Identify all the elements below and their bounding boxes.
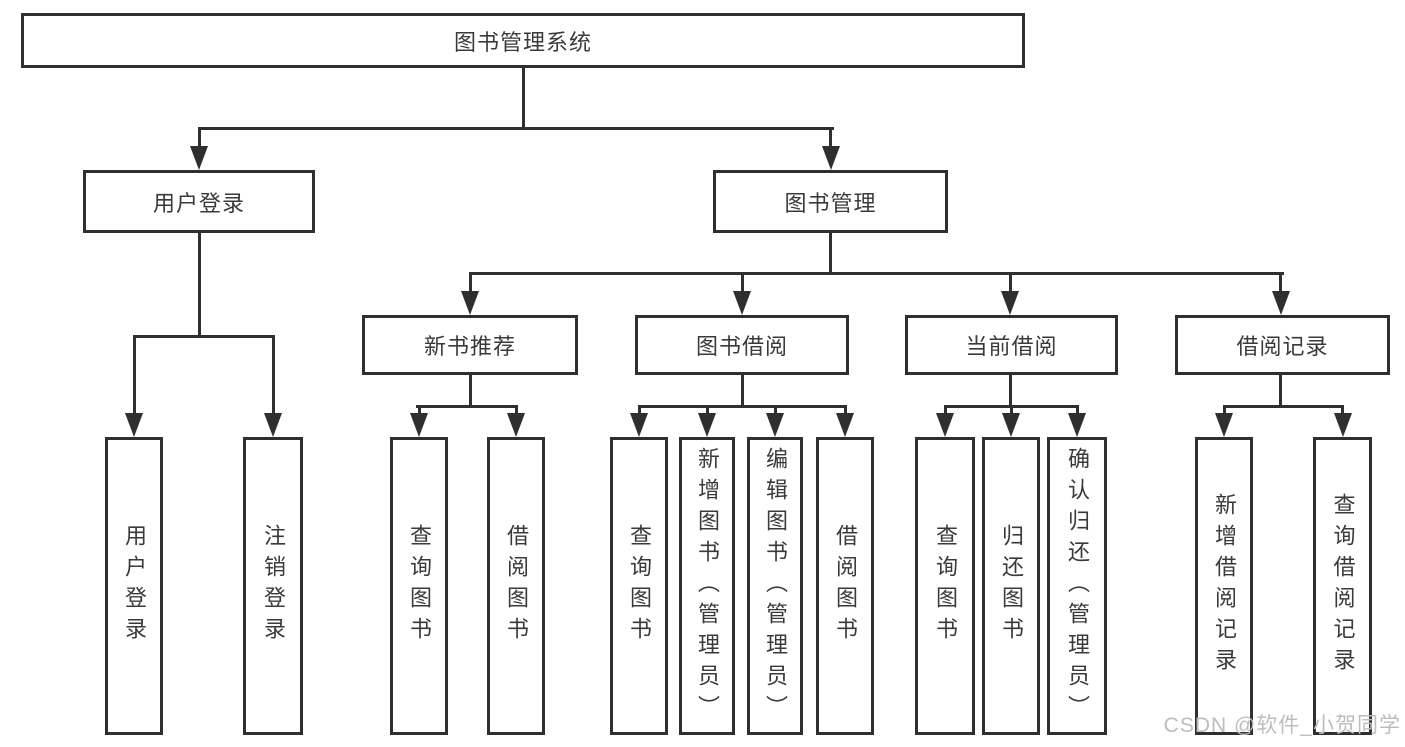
edge-book-borrow-bus bbox=[637, 405, 847, 408]
leaf-add-books-admin-label: 新增图书（管理员） bbox=[695, 446, 720, 726]
leaf-add-borrow-record: 新增借阅记录 bbox=[1195, 437, 1253, 735]
edge-borrow-records-bus bbox=[1222, 405, 1344, 408]
leaf-add-borrow-record-label: 新增借阅记录 bbox=[1212, 493, 1237, 679]
node-current-borrow-label: 当前借阅 bbox=[965, 334, 1058, 359]
arrow-down-icon bbox=[507, 413, 525, 437]
edge-drop bbox=[773, 408, 777, 416]
edge-root-bus bbox=[197, 127, 834, 130]
leaf-return-books: 归还图书 bbox=[982, 437, 1040, 735]
arrow-down-icon bbox=[190, 146, 208, 170]
node-current-borrow: 当前借阅 bbox=[905, 315, 1118, 375]
edge-book-borrow-stem bbox=[740, 375, 744, 408]
node-user-login-label: 用户登录 bbox=[152, 190, 245, 216]
arrow-down-icon bbox=[1333, 413, 1352, 437]
edge-user-login-bus bbox=[132, 335, 275, 338]
leaf-query-books: 查询图书 bbox=[610, 437, 668, 735]
edge-book-management-bus bbox=[468, 272, 1284, 275]
arrow-down-icon bbox=[733, 291, 751, 315]
csdn-watermark: CSDN @软件_小贺同学 bbox=[1163, 714, 1401, 737]
edge-drop-book-borrow bbox=[740, 275, 744, 293]
leaf-edit-books-admin-label: 编辑图书（管理员） bbox=[763, 446, 788, 726]
arrow-down-icon bbox=[766, 413, 784, 437]
edge-borrow-records-stem bbox=[1279, 375, 1282, 408]
leaf-borrow-books-label: 借阅图书 bbox=[833, 524, 858, 648]
edge-drop-leaf-logout bbox=[271, 338, 275, 414]
leaf-query-books-label: 查询图书 bbox=[627, 524, 652, 648]
node-new-book-recommend: 新书推荐 bbox=[362, 315, 578, 375]
edge-new-book-recommend-bus bbox=[415, 405, 518, 408]
edge-drop bbox=[943, 408, 947, 416]
leaf-user-login: 用户登录 bbox=[105, 437, 163, 735]
edge-drop bbox=[705, 408, 709, 416]
arrow-down-icon bbox=[410, 413, 428, 437]
node-library-system: 图书管理系统 bbox=[21, 13, 1025, 68]
leaf-borrow-books: 借阅图书 bbox=[487, 437, 545, 735]
arrow-down-icon bbox=[836, 413, 854, 437]
arrow-down-icon bbox=[698, 413, 716, 437]
leaf-query-books: 查询图书 bbox=[390, 437, 448, 735]
edge-drop-borrow-records bbox=[1279, 275, 1282, 293]
node-new-book-recommend-label: 新书推荐 bbox=[423, 334, 516, 359]
arrow-down-icon bbox=[1215, 413, 1233, 437]
edge-drop-book-management bbox=[829, 130, 832, 148]
edge-drop bbox=[417, 408, 421, 416]
node-book-borrow: 图书借阅 bbox=[635, 315, 849, 375]
node-library-system-label: 图书管理系统 bbox=[453, 29, 592, 55]
arrow-down-icon bbox=[1002, 413, 1020, 437]
edge-current-borrow-stem bbox=[1008, 375, 1012, 408]
leaf-confirm-return-admin-label: 确认归还（管理员） bbox=[1065, 446, 1090, 726]
arrow-down-icon bbox=[1271, 291, 1290, 315]
edge-drop-user-login bbox=[197, 130, 201, 148]
leaf-add-books-admin: 新增图书（管理员） bbox=[679, 437, 735, 735]
edge-drop bbox=[1075, 408, 1079, 416]
arrow-down-icon bbox=[821, 146, 840, 170]
leaf-edit-books-admin: 编辑图书（管理员） bbox=[747, 437, 803, 735]
node-user-login: 用户登录 bbox=[83, 170, 315, 233]
edge-new-book-recommend-stem bbox=[468, 375, 472, 408]
leaf-query-books: 查询图书 bbox=[915, 437, 975, 735]
edge-drop-current-borrow bbox=[1008, 275, 1012, 293]
edge-drop bbox=[1009, 408, 1013, 416]
node-book-management-label: 图书管理 bbox=[784, 190, 877, 216]
edge-drop-leaf-login bbox=[132, 338, 136, 414]
node-book-management: 图书管理 bbox=[713, 170, 948, 233]
leaf-borrow-books: 借阅图书 bbox=[816, 437, 874, 735]
node-borrow-records: 借阅记录 bbox=[1175, 315, 1390, 375]
edge-drop-new-book-recommend bbox=[468, 275, 472, 293]
arrow-down-icon bbox=[264, 413, 282, 437]
leaf-user-login-label: 用户登录 bbox=[122, 524, 147, 648]
edge-root-stem bbox=[521, 68, 525, 130]
leaf-logout: 注销登录 bbox=[243, 437, 303, 735]
leaf-confirm-return-admin: 确认归还（管理员） bbox=[1047, 437, 1107, 735]
node-borrow-records-label: 借阅记录 bbox=[1236, 334, 1329, 359]
leaf-query-books-label: 查询图书 bbox=[407, 524, 432, 648]
edge-book-management-stem bbox=[829, 233, 832, 275]
edge-drop bbox=[514, 408, 518, 416]
arrow-down-icon bbox=[630, 413, 648, 437]
leaf-return-books-label: 归还图书 bbox=[999, 524, 1024, 648]
arrow-down-icon bbox=[125, 413, 143, 437]
arrow-down-icon bbox=[936, 413, 954, 437]
edge-drop bbox=[1341, 408, 1344, 416]
leaf-query-books-label: 查询图书 bbox=[933, 524, 958, 648]
edge-drop bbox=[637, 408, 641, 416]
leaf-borrow-books-label: 借阅图书 bbox=[504, 524, 529, 648]
edge-user-login-stem bbox=[197, 233, 201, 338]
edge-current-borrow-bus bbox=[943, 405, 1079, 408]
edge-drop bbox=[1222, 408, 1226, 416]
leaf-query-borrow-record-label: 查询借阅记录 bbox=[1330, 493, 1356, 679]
edge-drop bbox=[843, 408, 847, 416]
arrow-down-icon bbox=[1001, 291, 1019, 315]
leaf-logout-label: 注销登录 bbox=[261, 524, 286, 648]
node-book-borrow-label: 图书借阅 bbox=[695, 334, 788, 359]
leaf-query-borrow-record: 查询借阅记录 bbox=[1313, 437, 1372, 735]
arrow-down-icon bbox=[1068, 413, 1086, 437]
arrow-down-icon bbox=[461, 291, 479, 315]
